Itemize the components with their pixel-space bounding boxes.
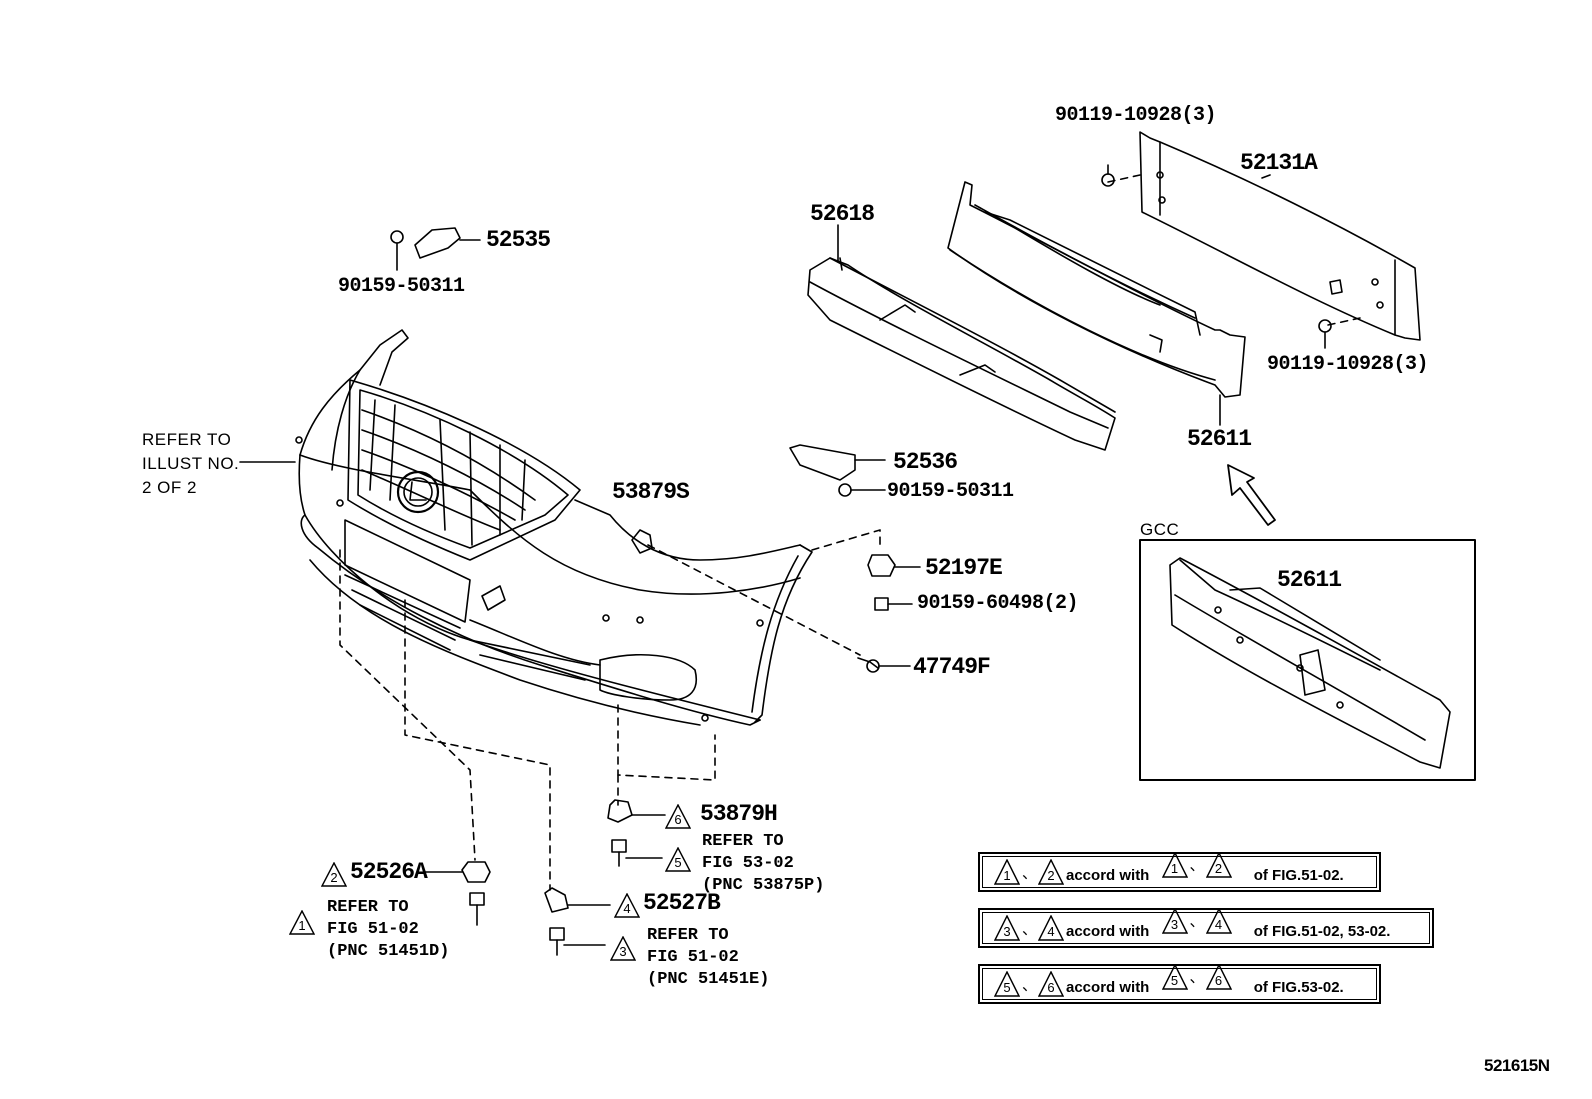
note2-ref: of FIG.51-02, 53-02.: [1253, 923, 1391, 940]
ref-51e-line2: FIG 51-02: [647, 948, 739, 967]
refer-illust-line3: 2 OF 2: [142, 478, 197, 497]
refer-illust-line2: ILLUST NO.: [142, 454, 240, 473]
label-52197e: 52197E: [925, 555, 1003, 581]
label-52526a: 52526A: [350, 859, 428, 885]
ref-51d-line3: (PNC 51451D): [327, 942, 450, 961]
note2-marker-a-icon: 3: [994, 915, 1020, 941]
note3-text: accord with: [1066, 979, 1150, 996]
refer-illust-line1: REFER TO: [142, 430, 232, 449]
note2-marker-d-icon: 4: [1205, 908, 1232, 934]
note3-marker-b-icon: 6: [1038, 971, 1064, 997]
ref-51e-line3: (PNC 51451E): [647, 970, 770, 989]
ref-51e-line1: REFER TO: [647, 926, 729, 945]
ref-51d-line1: REFER TO: [327, 898, 409, 917]
hidden-lines: [339, 174, 1361, 891]
fasteners: [424, 164, 1332, 956]
part-52618-absorber: [807, 257, 1116, 451]
marker-2-icon: 2: [321, 862, 347, 887]
marker-1-icon: 1: [289, 910, 315, 935]
note2-separator: 、: [1022, 921, 1038, 938]
note1-text: accord with: [1066, 867, 1150, 884]
gcc-box: [1139, 539, 1476, 781]
ref-51d-line2: FIG 51-02: [327, 920, 419, 939]
note2-separator-2: 、: [1189, 913, 1205, 930]
note2-markers-2: 3 、 4: [1154, 908, 1250, 936]
note1-marker-a-icon: 1: [994, 859, 1020, 885]
note1-ref: of FIG.51-02.: [1253, 867, 1344, 884]
gcc-label-52611: 52611: [1277, 567, 1342, 593]
label-53879h: 53879H: [700, 801, 778, 827]
label-52527b: 52527B: [643, 890, 721, 916]
part-52131a-beam: [1139, 131, 1421, 341]
label-47749f: 47749F: [913, 654, 991, 680]
label-53879s: 53879S: [612, 479, 690, 505]
marker-5-icon: 5: [665, 847, 691, 872]
front-grille: [347, 379, 581, 561]
note1-marker-c-icon: 1: [1161, 852, 1188, 878]
note2-text: accord with: [1066, 923, 1150, 940]
gcc-label: GCC: [1140, 520, 1180, 539]
marker-6-icon: 6: [665, 804, 691, 829]
part-52611-reinforcement: [947, 181, 1246, 398]
front-bumper-cover: [295, 329, 813, 726]
note3-separator: 、: [1022, 977, 1038, 994]
note-box-2: 3 、 4 accord with 3 、 4 of FIG.51-02, 53…: [978, 908, 1434, 948]
marker-3-icon: 3: [610, 936, 636, 961]
label-52536: 52536: [893, 449, 958, 475]
note1-markers-2: 1 、 2: [1154, 852, 1250, 880]
note3-marker-d-icon: 6: [1205, 964, 1232, 990]
part-52536-bracket: [789, 444, 886, 497]
note-box-3: 5 、 6 accord with 5 、 6 of FIG.53-02.: [978, 964, 1381, 1004]
label-52535: 52535: [486, 227, 551, 253]
label-90119-10928-top: 90119-10928(3): [1055, 104, 1217, 127]
label-90159-50311-top: 90159-50311: [338, 275, 465, 298]
note1-separator: 、: [1022, 865, 1038, 882]
note2-marker-b-icon: 4: [1038, 915, 1064, 941]
note-box-1: 1 、 2 accord with 1 、 2 of FIG.51-02.: [978, 852, 1381, 892]
part-52535-bracket: [390, 227, 481, 271]
ref-53-line1: REFER TO: [702, 832, 784, 851]
label-90159-60498: 90159-60498(2): [917, 592, 1079, 615]
gcc-arrow-icon: [1227, 464, 1276, 526]
label-52131a: 52131A: [1240, 150, 1318, 176]
gcc-part-52611-drawing: [1169, 557, 1451, 769]
note3-markers-2: 5 、 6: [1154, 964, 1250, 992]
ref-53-line3: (PNC 53875P): [702, 876, 825, 895]
note1-marker-b-icon: 2: [1038, 859, 1064, 885]
note2-marker-c-icon: 3: [1161, 908, 1188, 934]
illustration-id: 521615N: [1484, 1056, 1550, 1075]
note3-marker-c-icon: 5: [1161, 964, 1188, 990]
ref-53-line2: FIG 53-02: [702, 854, 794, 873]
label-52611: 52611: [1187, 426, 1252, 452]
note3-separator-2: 、: [1189, 969, 1205, 986]
note3-ref: of FIG.53-02.: [1253, 979, 1344, 996]
note1-separator-2: 、: [1189, 857, 1205, 874]
marker-4-icon: 4: [614, 893, 640, 918]
label-52618: 52618: [810, 201, 875, 227]
note1-marker-d-icon: 2: [1205, 852, 1232, 878]
label-90119-10928-bottom: 90119-10928(3): [1267, 353, 1429, 376]
label-90159-50311-right: 90159-50311: [887, 480, 1014, 503]
note3-marker-a-icon: 5: [994, 971, 1020, 997]
